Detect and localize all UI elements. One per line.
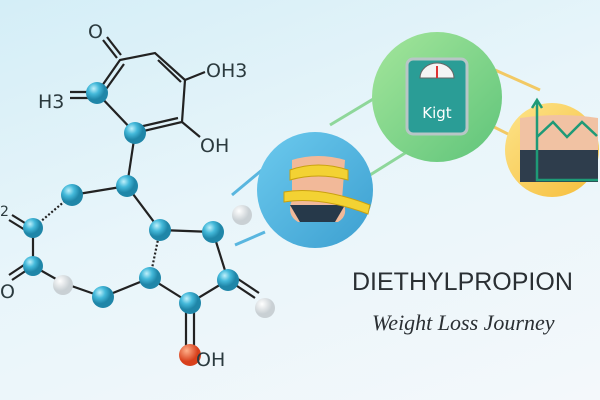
chart-axes-icon [535, 100, 598, 182]
atom [116, 175, 138, 197]
atom [23, 218, 43, 238]
label-2: 2 [0, 204, 9, 220]
scale-label: Kigt [422, 104, 452, 122]
atom [139, 267, 161, 289]
label-o-top: O [88, 21, 103, 43]
atom-hydrogen [232, 205, 252, 225]
atom-hydrogen [53, 275, 73, 295]
scale-circle: Kigt [372, 32, 502, 162]
atom [202, 221, 224, 243]
label-oh3: OH3 [206, 60, 247, 82]
label-h3: H3 [38, 91, 64, 113]
atom [61, 184, 83, 206]
tape-measure-circle [257, 132, 373, 248]
title: DIETHYLPROPION [352, 268, 573, 296]
zigzag-line-icon [536, 120, 598, 139]
label-oh-bottom: OH [196, 349, 225, 371]
label-oh-right: OH [200, 135, 229, 157]
tape-measure-icon [283, 164, 371, 215]
subtitle: Weight Loss Journey [372, 310, 555, 335]
atom [179, 292, 201, 314]
atom [23, 256, 43, 276]
atom [149, 219, 171, 241]
atom [92, 286, 114, 308]
atom [124, 122, 146, 144]
label-o-left: O [0, 281, 15, 303]
atom-oxygen [179, 344, 201, 366]
molecule-atoms [23, 82, 275, 366]
progress-circle [505, 97, 599, 197]
atom [86, 82, 108, 104]
atom [217, 269, 239, 291]
atom-hydrogen [255, 298, 275, 318]
